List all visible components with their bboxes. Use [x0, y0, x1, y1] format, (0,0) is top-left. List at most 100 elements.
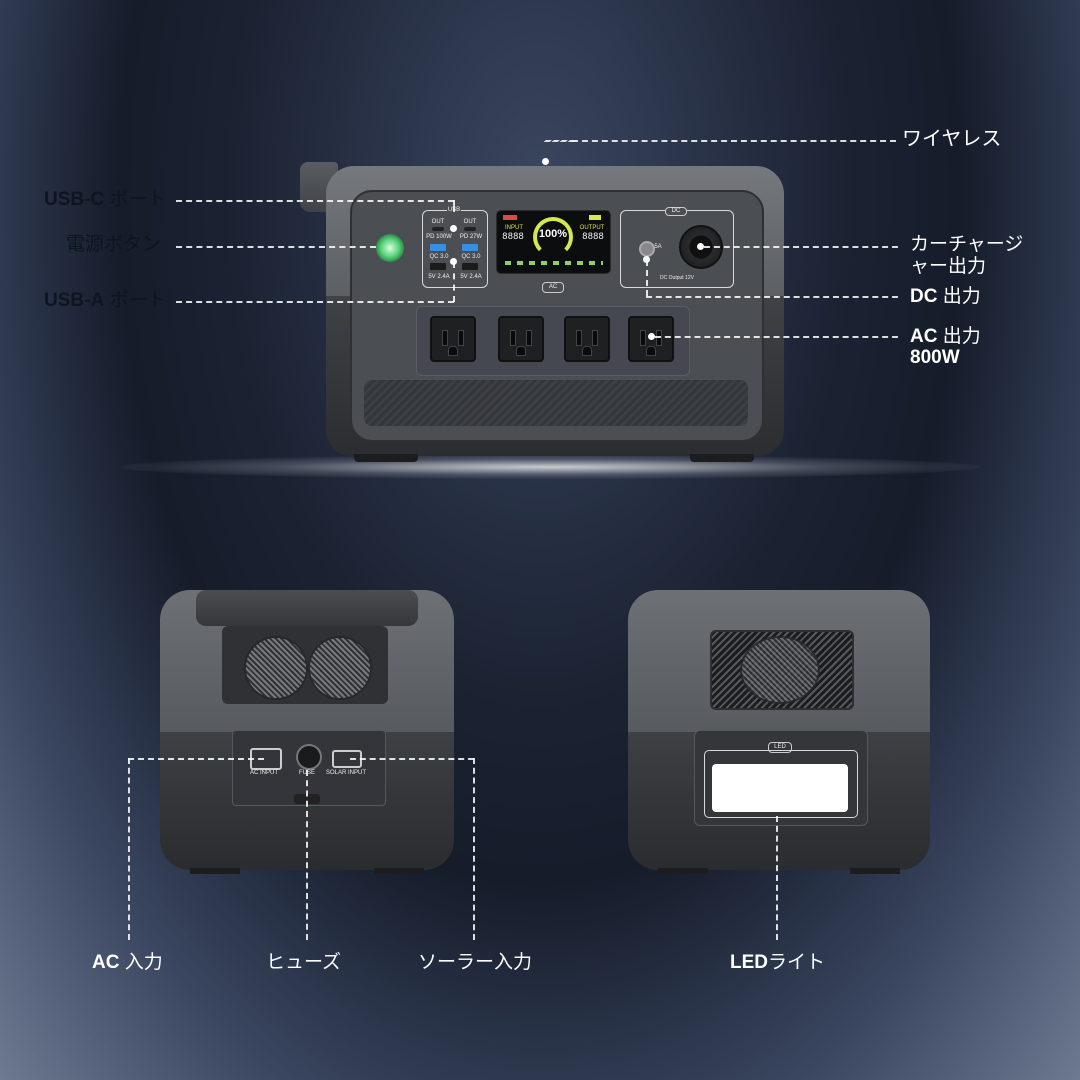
ac-output-callout-line — [655, 336, 898, 338]
dc-pointer-dot — [643, 256, 650, 263]
front-bumper-texture — [364, 380, 748, 426]
ac-outlet-3[interactable] — [564, 316, 610, 362]
rear-foot-right — [374, 868, 424, 874]
led-callout-drop — [776, 816, 778, 940]
car-charger-label-line2: ャー出力 — [910, 256, 987, 277]
usb-c-callout-line — [176, 200, 454, 202]
fuse-callout-drop — [306, 770, 308, 940]
dc-callout-line — [646, 296, 898, 298]
power-station-side: LED — [628, 590, 930, 874]
ac-input-callout-line — [128, 758, 264, 760]
usb-a-rating-2: 5V 2.4A — [460, 274, 482, 280]
ac-input-label: AC INPUT — [249, 770, 278, 776]
power-station-front: USB OUT OUT PD 100W PD 27W QC 3.0 QC 3.0… — [300, 162, 784, 462]
ac-input-caption-rest: 入力 — [119, 952, 163, 973]
usb-a-label-bold: USB-A — [44, 290, 105, 311]
usb-c-port-2[interactable] — [464, 227, 476, 231]
usb-a-rating-1: 5V 2.4A — [428, 274, 450, 280]
usb-c-out-label-1: OUT — [431, 219, 445, 225]
solar-callout-line — [350, 758, 474, 760]
foot-left — [354, 454, 418, 462]
wireless-pointer-dot — [542, 158, 549, 165]
ac-input-callout-drop — [128, 758, 130, 940]
wireless-callout-line — [572, 140, 896, 142]
car-charger-callout-line — [704, 246, 898, 248]
lcd-output-value: 8888 — [582, 232, 604, 242]
solar-input-caption: ソーラー入力 — [418, 952, 533, 973]
ac-output-watts: 800W — [910, 347, 960, 368]
led-tag: LED — [768, 742, 792, 753]
lcd-input-value: 8888 — [502, 232, 524, 242]
fuse-caption: ヒューズ — [266, 952, 342, 973]
led-light-caption: LEDライト — [730, 952, 825, 974]
lcd-input-label: INPUT — [505, 225, 523, 231]
usb-c-out-label-2: OUT — [463, 219, 477, 225]
power-button-callout-line — [176, 246, 376, 248]
qc30-label-2: QC 3.0 — [461, 254, 481, 260]
dc-output-label-bold: DC — [910, 286, 938, 307]
power-button-label: 電源ボタン — [66, 234, 162, 255]
front-panel: USB OUT OUT PD 100W PD 27W QC 3.0 QC 3.0… — [350, 190, 764, 442]
pd27-label: PD 27W — [459, 234, 483, 240]
floor-reflection-glow — [120, 455, 980, 479]
usb-a-label: USB-A ポート — [44, 290, 166, 312]
lcd-display: INPUT OUTPUT 8888 8888 100% — [496, 210, 611, 274]
ac-output-label: AC 出力 — [910, 326, 981, 348]
usb-c-label-bold: USB-C — [44, 189, 105, 210]
solar-input-label: SOLAR INPUT — [326, 770, 367, 776]
lcd-status-icons — [505, 261, 603, 265]
dc-port-panel: DC 5A DC Output 12V — [620, 207, 734, 288]
usb-a-callout-line — [176, 301, 454, 303]
usb-a-pointer-dot — [450, 258, 457, 265]
lcd-battery-percent: 100% — [538, 228, 568, 240]
usb-c-pointer-dot — [450, 225, 457, 232]
rear-foot-left — [190, 868, 240, 874]
pd100-label: PD 100W — [426, 234, 452, 240]
dc-output-rating: DC Output 12V — [660, 275, 694, 281]
dc-callout-drop — [646, 260, 648, 296]
power-button[interactable] — [376, 234, 404, 262]
usb-a-label-rest: ポート — [104, 290, 167, 311]
ac-tag: AC — [542, 282, 564, 293]
usb-c-label: USB-C ポート — [44, 189, 166, 211]
rear-fan-right — [308, 636, 372, 700]
ac-output-label-rest: 出力 — [937, 326, 981, 347]
ac-outlet-2[interactable] — [498, 316, 544, 362]
lcd-warning-icon — [503, 215, 517, 220]
dc-tag: DC — [665, 207, 687, 216]
rear-fan-left — [244, 636, 308, 700]
ac-input-caption: AC 入力 — [92, 952, 163, 974]
usb-c-label-rest: ポート — [104, 189, 167, 210]
foot-right — [690, 454, 754, 462]
usb-c-port-1[interactable] — [432, 227, 444, 231]
usb-a-port-2[interactable] — [462, 263, 478, 270]
rear-handle — [196, 590, 418, 626]
ac-input-caption-bold: AC — [92, 952, 120, 973]
usb-a-callout-drop — [453, 262, 455, 302]
ac-output-label-bold: AC — [910, 326, 938, 347]
led-frame — [704, 750, 858, 818]
ac-outlet-1[interactable] — [430, 316, 476, 362]
usb-port-panel: USB OUT OUT PD 100W PD 27W QC 3.0 QC 3.0… — [422, 207, 488, 288]
side-foot-right — [850, 868, 900, 874]
led-light-caption-rest: ライト — [768, 952, 826, 973]
usb-c-callout-drop — [453, 200, 455, 212]
qc30-label-1: QC 3.0 — [429, 254, 449, 260]
dc-output-label-rest: 出力 — [937, 286, 981, 307]
car-charger-label-line1: カーチャージ — [910, 234, 1024, 255]
ac-output-pointer-dot — [648, 333, 655, 340]
led-light-window — [712, 764, 848, 812]
car-charger-pointer-dot — [697, 243, 704, 250]
lcd-battery-icon — [589, 215, 601, 220]
wireless-label: ワイヤレス — [902, 128, 1002, 150]
fuse-holder[interactable] — [296, 744, 322, 770]
wireless-callout-diagonal — [519, 140, 576, 162]
dc-5a-label: 5A — [654, 244, 662, 250]
usb-a-port-1[interactable] — [430, 263, 446, 270]
solar-callout-drop — [473, 758, 475, 940]
usb-a-qc-port-1[interactable] — [430, 244, 446, 251]
side-foot-left — [658, 868, 708, 874]
lcd-output-label: OUTPUT — [579, 225, 605, 231]
lcd-battery-ring — [533, 217, 573, 257]
usb-a-qc-port-2[interactable] — [462, 244, 478, 251]
